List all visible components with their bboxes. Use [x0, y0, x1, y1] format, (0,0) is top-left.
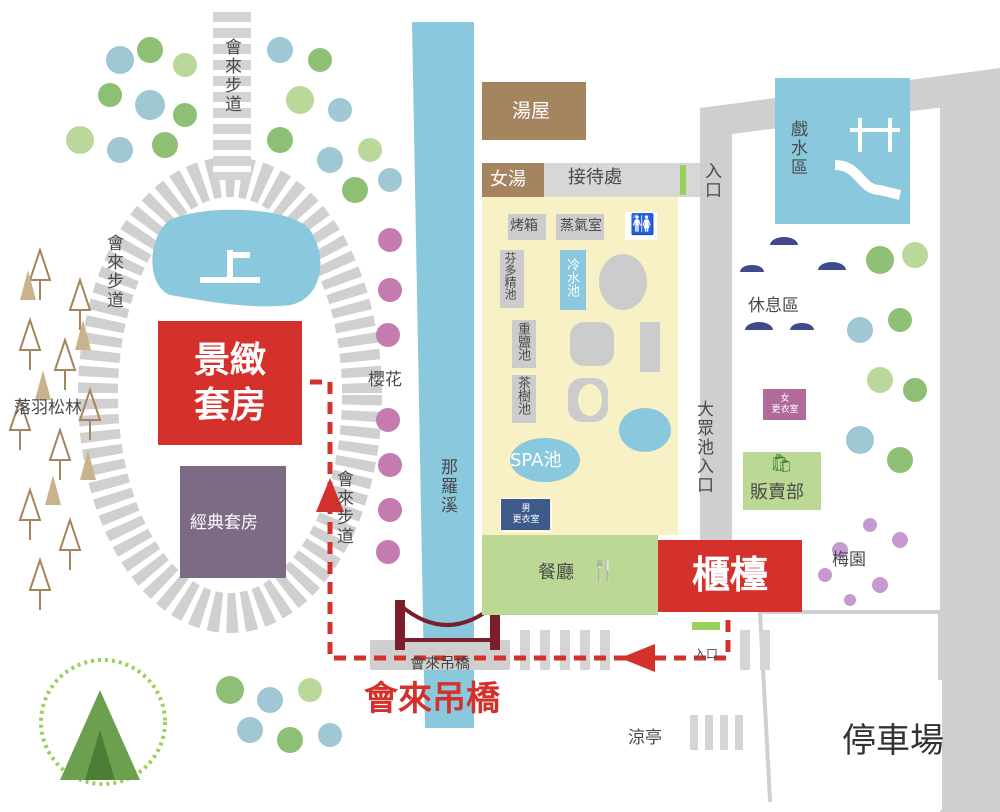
- restroom-sign: [625, 212, 657, 240]
- shop-area: [743, 452, 821, 510]
- entrance-marker-bottom: [692, 622, 720, 630]
- label-salt-pool: 重鹽池: [515, 322, 530, 361]
- naluo-stream: [412, 22, 474, 728]
- umbrella-icons: [740, 237, 846, 330]
- plum-flowers: [818, 518, 908, 606]
- pool-shapes: [500, 214, 671, 482]
- label-huilai-trail-top: 會來步道: [221, 38, 241, 114]
- counter-label[interactable]: 櫃檯: [658, 540, 802, 612]
- road-right: [700, 108, 732, 570]
- label-pavilion[interactable]: 涼亭: [628, 728, 662, 748]
- road-far-right: [940, 70, 1000, 812]
- jingzhi-suite-label[interactable]: 景緻 套房: [158, 321, 302, 445]
- crosswalk: [520, 630, 770, 750]
- shopping-bag-icon: 🛍: [770, 453, 793, 474]
- label-plum-garden: 梅園: [832, 550, 866, 570]
- label-tea-tree-pool: 茶樹池: [515, 376, 530, 415]
- label-rest-area[interactable]: 休息區: [748, 296, 799, 316]
- route-arrow-left: [620, 644, 655, 672]
- reception-area: [544, 163, 700, 197]
- bath-house-building: [482, 82, 586, 140]
- label-entrance-bottom[interactable]: 入口: [694, 647, 719, 661]
- label-huilai-trail-right: 會來步道: [333, 470, 353, 546]
- label-women-bath[interactable]: 女湯: [490, 169, 526, 190]
- utensils-icon: 🍴: [590, 558, 618, 583]
- label-classic-suite[interactable]: 經典套房: [190, 513, 258, 533]
- larch-forest-filled: [20, 270, 96, 505]
- pond-pier-icon: [200, 250, 260, 283]
- parking-area: [772, 680, 942, 810]
- label-cherry-blossom: 櫻花: [368, 370, 402, 390]
- label-men-changing: 男 更衣室: [500, 498, 552, 532]
- mountain-logo-icon: [39, 658, 167, 786]
- label-water-play[interactable]: 戲水區: [787, 120, 807, 177]
- label-naluo-stream: 那羅溪: [437, 458, 457, 515]
- water-play-area: [775, 78, 910, 224]
- restroom-icon: 🚻: [630, 212, 655, 236]
- pond: [152, 209, 321, 307]
- entrance-marker-top: [680, 165, 686, 195]
- label-suspension-bridge-sign: 會來吊橋: [410, 654, 471, 672]
- women-changing-room: [762, 388, 806, 420]
- cherry-trees: [376, 228, 402, 564]
- larch-forest: [8, 246, 102, 610]
- label-huilai-trail-left: 會來步道: [103, 234, 123, 310]
- label-suspension-bridge-route[interactable]: 會來吊橋: [364, 679, 500, 719]
- label-shop[interactable]: 販賣部: [750, 482, 804, 503]
- restaurant-area: [482, 535, 658, 615]
- water-slide: [834, 160, 902, 200]
- label-luoyu-forest: 落羽松林: [14, 398, 82, 418]
- label-oven: 烤箱: [510, 218, 538, 234]
- classic-suite-building: [180, 466, 286, 578]
- label-entrance-top[interactable]: 入口: [701, 162, 721, 200]
- label-bath-house[interactable]: 湯屋: [512, 100, 551, 122]
- label-restaurant[interactable]: 餐廳: [538, 562, 574, 583]
- label-steam-room: 蒸氣室: [560, 218, 602, 234]
- label-parking[interactable]: 停車場: [842, 721, 944, 761]
- tree-clusters: [66, 37, 928, 753]
- label-women-changing: 女 更衣室: [762, 388, 808, 422]
- label-cold-pool: 冷水池: [564, 258, 579, 297]
- label-spa-pool: SPA池: [510, 450, 562, 471]
- women-bath-building: [482, 163, 544, 197]
- men-changing-room: [500, 498, 550, 530]
- label-phytoncide-pool: 芬多精池: [503, 252, 517, 300]
- bridge-deck-area: [370, 640, 510, 670]
- route-arrow-up: [316, 478, 344, 512]
- label-public-pool-entrance[interactable]: 大眾池入口: [693, 400, 713, 495]
- label-reception[interactable]: 接待處: [568, 167, 622, 188]
- walking-route: [302, 379, 731, 672]
- top-trail: [213, 10, 251, 180]
